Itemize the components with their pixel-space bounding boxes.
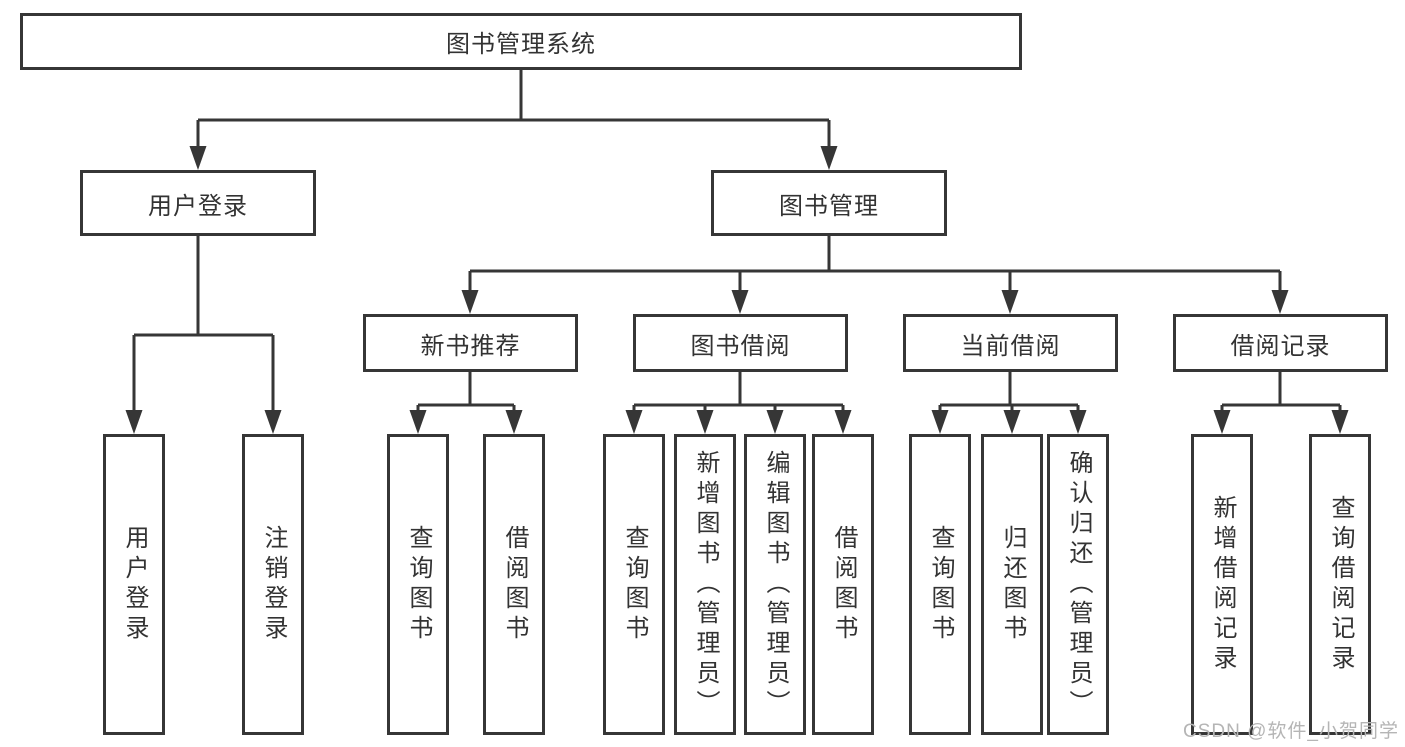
arrowhead-leaf-query-books-current <box>931 410 949 434</box>
leaf-logout-login: 注销登录 <box>242 434 304 735</box>
node-root: 图书管理系统 <box>20 13 1022 70</box>
arrowhead-leaf-add-borrow-record <box>1213 410 1231 434</box>
leaf-query-books-borrow: 查询图书 <box>603 434 665 735</box>
connector-new-book-recommend-to-leaves <box>416 372 516 412</box>
leaf-user-login: 用户登录 <box>103 434 165 735</box>
node-current-borrow: 当前借阅 <box>903 314 1118 372</box>
arrowhead-leaf-query-borrow-record <box>1331 410 1349 434</box>
leaf-return-books-label: 归还图书 <box>999 524 1026 645</box>
arrowhead-leaf-confirm-return-admin <box>1069 410 1087 434</box>
arrowhead-leaf-add-books-admin <box>696 410 714 434</box>
node-book-borrow: 图书借阅 <box>633 314 848 372</box>
leaf-add-books-admin: 新增图书（管理员） <box>674 434 736 735</box>
arrowhead-book-management <box>820 146 838 170</box>
arrowhead-leaf-edit-books-admin <box>766 410 784 434</box>
leaf-add-books-admin-label: 新增图书（管理员） <box>692 449 719 720</box>
leaf-query-borrow-record: 查询借阅记录 <box>1309 434 1371 735</box>
node-new-book-recommend: 新书推荐 <box>363 314 578 372</box>
node-book-management: 图书管理 <box>711 170 947 236</box>
arrowhead-leaf-query-books-borrow <box>625 410 643 434</box>
arrowhead-book-borrow <box>731 290 749 314</box>
connector-current-borrow-to-leaves <box>938 372 1080 412</box>
leaf-logout-login-label: 注销登录 <box>260 524 287 645</box>
arrowhead-current-borrow <box>1001 290 1019 314</box>
leaf-edit-books-admin: 编辑图书（管理员） <box>744 434 806 735</box>
leaf-confirm-return-admin-label: 确认归还（管理员） <box>1065 449 1092 720</box>
leaf-borrow-books: 借阅图书 <box>812 434 874 735</box>
leaf-borrow-books-label: 借阅图书 <box>830 524 857 645</box>
arrowhead-user-login <box>189 146 207 170</box>
node-book-borrow-label: 图书借阅 <box>690 332 791 360</box>
arrowhead-borrow-records <box>1271 290 1289 314</box>
connector-borrow-records-to-leaves <box>1220 372 1342 412</box>
node-current-borrow-label: 当前借阅 <box>960 332 1061 360</box>
leaf-query-books-recommend-label: 查询图书 <box>405 524 432 645</box>
node-book-management-label: 图书管理 <box>779 192 879 220</box>
connector-root-to-level2 <box>196 70 831 150</box>
leaf-query-books-current: 查询图书 <box>909 434 971 735</box>
leaf-query-borrow-record-label: 查询借阅记录 <box>1327 494 1354 675</box>
leaf-query-books-current-label: 查询图书 <box>927 524 954 645</box>
node-root-label: 图书管理系统 <box>446 31 596 58</box>
leaf-query-books-recommend: 查询图书 <box>387 434 449 735</box>
node-borrow-records: 借阅记录 <box>1173 314 1388 372</box>
node-new-book-recommend-label: 新书推荐 <box>420 332 521 360</box>
arrowhead-leaf-borrow-books-recommend <box>505 410 523 434</box>
leaf-user-login-label: 用户登录 <box>121 524 148 645</box>
leaf-edit-books-admin-label: 编辑图书（管理员） <box>762 449 789 720</box>
arrowhead-leaf-borrow-books <box>834 410 852 434</box>
leaf-add-borrow-record-label: 新增借阅记录 <box>1209 494 1236 675</box>
node-user-login-label: 用户登录 <box>148 192 248 220</box>
leaf-add-borrow-record: 新增借阅记录 <box>1191 434 1253 735</box>
leaf-query-books-borrow-label: 查询图书 <box>621 524 648 645</box>
connector-book-management-to-level3 <box>468 236 1282 294</box>
arrowhead-leaf-user-login <box>125 410 143 434</box>
arrowhead-new-book-recommend <box>461 290 479 314</box>
node-borrow-records-label: 借阅记录 <box>1230 332 1331 360</box>
connector-book-borrow-to-leaves <box>632 372 845 412</box>
leaf-confirm-return-admin: 确认归还（管理员） <box>1047 434 1109 735</box>
arrowhead-leaf-query-books-recommend <box>409 410 427 434</box>
csdn-watermark: CSDN @软件_小贺同学 <box>1183 721 1399 742</box>
leaf-return-books: 归还图书 <box>981 434 1043 735</box>
leaf-borrow-books-recommend-label: 借阅图书 <box>501 524 528 645</box>
leaf-borrow-books-recommend: 借阅图书 <box>483 434 545 735</box>
arrowhead-leaf-return-books <box>1003 410 1021 434</box>
node-user-login: 用户登录 <box>80 170 316 236</box>
connector-user-login-to-leaves <box>132 236 275 412</box>
arrowhead-leaf-logout-login <box>264 410 282 434</box>
